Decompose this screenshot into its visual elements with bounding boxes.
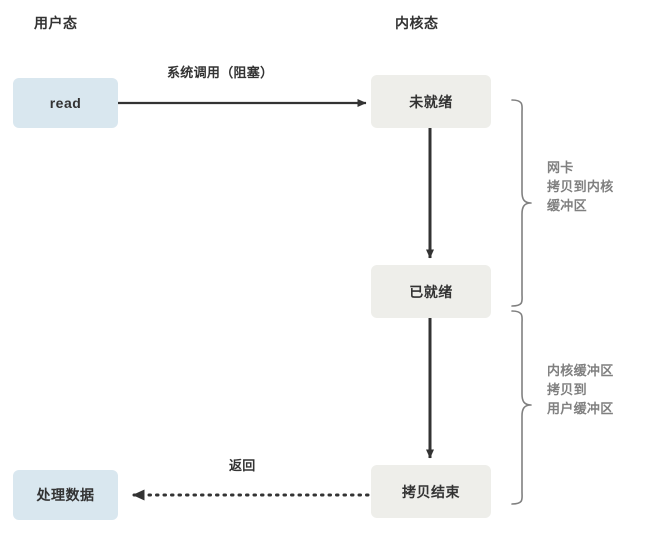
- edge-label-return: 返回: [229, 458, 256, 473]
- brace-label-kernel-to-user-buffer: 内核缓冲区 拷贝到 用户缓冲区: [547, 363, 614, 416]
- column-title-kernel-mode: 内核态: [395, 15, 439, 31]
- brace-kernel-to-user-buffer: [511, 310, 532, 505]
- node-not-ready[interactable]: 未就绪: [371, 75, 491, 128]
- node-copy-done[interactable]: 拷贝结束: [371, 465, 491, 518]
- brace-label-nic-to-kernel-buffer: 网卡 拷贝到内核 缓冲区: [547, 160, 614, 213]
- brace-nic-to-kernel-buffer: [511, 99, 532, 307]
- edge-label-syscall: 系统调用（阻塞）: [167, 65, 274, 80]
- node-ready[interactable]: 已就绪: [371, 265, 491, 318]
- node-read[interactable]: read: [13, 78, 118, 128]
- column-title-user-mode: 用户态: [34, 15, 78, 31]
- node-process-data[interactable]: 处理数据: [13, 470, 118, 520]
